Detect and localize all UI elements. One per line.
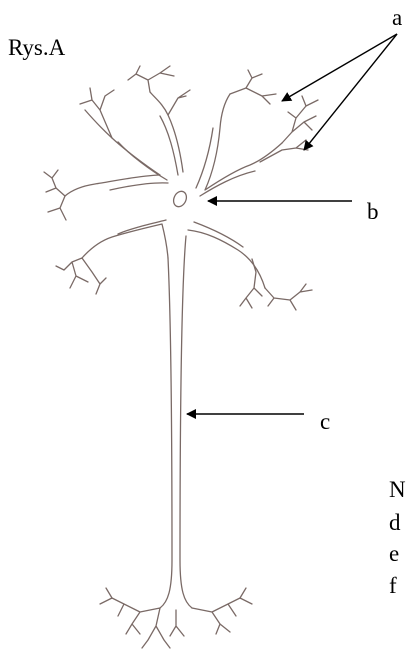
cut-off-text-line: e — [389, 542, 399, 565]
dendrite-upper-center — [128, 66, 190, 115]
figure-caption: Rys.A — [8, 36, 65, 59]
label-a: a — [392, 6, 402, 29]
dendrite-upper-left — [80, 88, 114, 138]
cell-body-outline — [65, 92, 282, 288]
cut-off-text-line: N — [389, 478, 406, 501]
arrow-a-right — [304, 34, 397, 150]
axon — [160, 236, 192, 608]
cell-body-inner — [110, 116, 255, 247]
dendrite-left — [44, 170, 106, 294]
neuron — [44, 66, 318, 648]
nucleus — [171, 189, 189, 209]
annotation-arrows — [187, 34, 397, 414]
arrow-a-left — [282, 34, 397, 101]
cut-off-text-line: f — [389, 574, 397, 597]
cut-off-text-line: d — [389, 511, 401, 534]
axon-terminals — [100, 588, 252, 648]
label-b: b — [367, 200, 379, 223]
label-c: c — [320, 410, 330, 433]
dendrite-right-lower — [240, 259, 312, 310]
